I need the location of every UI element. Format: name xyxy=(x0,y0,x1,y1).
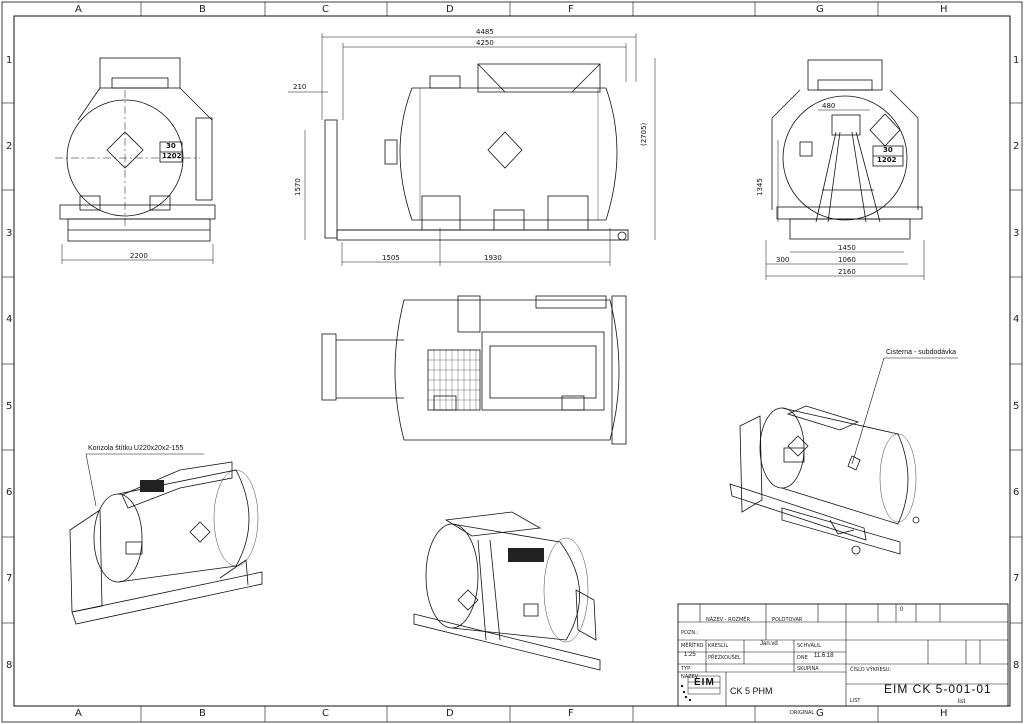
zone-label-col-g: G xyxy=(816,4,824,15)
zone-label-row-8-right: 8 xyxy=(1013,660,1020,671)
dim-rear-offset: 300 xyxy=(776,256,790,264)
zone-label-row-3: 3 xyxy=(6,228,13,239)
annotation-leaders xyxy=(85,357,958,507)
tb-approved-label: SCHVÁLIL xyxy=(797,643,821,649)
dim-rear-hatch: 480 xyxy=(822,102,836,110)
rear-un-number: 1202 xyxy=(877,156,897,164)
tb-semi-label: POLOTOVAR xyxy=(772,617,803,623)
zone-label-col-c: C xyxy=(322,4,329,15)
tb-number-header: ČÍSLO VÝKRESU: xyxy=(850,667,892,673)
hazard-diamond xyxy=(457,589,479,611)
dim-front-width: 2200 xyxy=(130,252,148,260)
zone-label-col-g-bottom: G xyxy=(816,708,824,719)
tb-group-label: SKUPINA xyxy=(797,666,819,672)
front-un-number: 1202 xyxy=(162,152,182,160)
company-logo xyxy=(680,675,721,702)
zone-label-col-f: F xyxy=(568,4,574,15)
tank-subcontract-note: Cisterna - subdodávka xyxy=(886,349,957,356)
zone-label-col-c-bottom: C xyxy=(322,708,329,719)
dim-rear-frame-inner: 1450 xyxy=(838,244,856,252)
side-view xyxy=(324,63,629,241)
tb-sheet-marker: list xyxy=(958,699,966,705)
tb-drawing-number: EIM CK 5-001-01 xyxy=(884,682,992,696)
tb-pos-label: POZN.: xyxy=(681,630,699,636)
zone-label-row-2-right: 2 xyxy=(1013,141,1020,152)
tb-sheet-label: LIST xyxy=(850,698,861,704)
title-block xyxy=(677,603,1009,707)
side-dimensions xyxy=(288,33,656,266)
dim-frame-offset: 210 xyxy=(293,83,307,91)
zone-label-col-h-bottom: H xyxy=(940,708,948,719)
zone-label-row-6-right: 6 xyxy=(1013,487,1020,498)
tb-date-label: DNE xyxy=(797,655,808,661)
zone-label-row-6: 6 xyxy=(6,487,13,498)
tb-checked-label: PŘEZKOUŠEL xyxy=(708,655,741,661)
tb-name-label: NÁZEV xyxy=(681,674,699,680)
tb-origin: ORIGINAL xyxy=(790,710,815,716)
tb-type-label: TYP xyxy=(681,666,691,672)
tb-rev-header: NÁZEV - ROZMĚR xyxy=(706,617,750,623)
dim-support-spacing: 1930 xyxy=(484,254,502,262)
label-bracket-note: Konzola štítku U220x20x2-155 xyxy=(88,445,184,452)
zone-label-row-2: 2 xyxy=(6,141,13,152)
hazard-diamond xyxy=(787,435,809,457)
zone-label-row-1: 1 xyxy=(6,55,13,66)
isometric-view-left xyxy=(69,461,263,625)
rear-hazard-code: 30 xyxy=(883,146,893,154)
zone-label-col-b-bottom: B xyxy=(199,708,206,719)
dim-height-total: (2705) xyxy=(640,122,648,146)
front-hazard-code: 30 xyxy=(166,142,176,150)
front-view xyxy=(55,57,216,242)
zone-label-col-h: H xyxy=(940,4,948,15)
zone-label-col-b: B xyxy=(199,4,206,15)
tb-scale-header: MĚŘÍTKO xyxy=(681,643,704,649)
dim-rear-support: 1060 xyxy=(838,256,856,264)
hazard-diamond xyxy=(869,113,901,147)
hazard-diamond xyxy=(189,521,211,543)
rear-view xyxy=(771,59,923,240)
dim-rear-width: 2160 xyxy=(838,268,856,276)
zone-label-col-d-bottom: D xyxy=(446,708,454,719)
zone-label-col-d: D xyxy=(446,4,454,15)
dim-overall-length: 4485 xyxy=(476,28,494,36)
dim-shell-length: 4250 xyxy=(476,39,494,47)
isometric-view-centre xyxy=(413,511,601,671)
dim-support-left: 1505 xyxy=(382,254,400,262)
dim-rear-height: 1345 xyxy=(756,178,764,196)
hazard-diamond xyxy=(487,131,523,169)
tb-revision: 0 xyxy=(900,607,904,613)
isometric-view-right xyxy=(729,405,920,555)
zone-label-col-a: A xyxy=(75,4,82,15)
tb-drawn-by: Jan.vd xyxy=(760,641,778,647)
zone-label-row-7-right: 7 xyxy=(1013,573,1020,584)
zone-label-col-f-bottom: F xyxy=(568,708,574,719)
tb-drawing-name: CK 5 PHM xyxy=(730,686,773,696)
zone-label-row-7: 7 xyxy=(6,573,13,584)
zone-label-col-a-bottom: A xyxy=(75,708,82,719)
tb-date: 11.6.18 xyxy=(814,653,834,659)
zone-label-row-4: 4 xyxy=(6,314,13,325)
rear-dimensions xyxy=(765,109,925,280)
tb-drawn-label: KRESLIL xyxy=(708,643,729,649)
zone-label-row-3-right: 3 xyxy=(1013,228,1020,239)
hazard-diamond xyxy=(106,131,144,169)
tb-company: EIM xyxy=(694,677,715,688)
top-view xyxy=(321,295,627,445)
inner-border xyxy=(13,15,1011,707)
zone-label-row-5-right: 5 xyxy=(1013,401,1020,412)
tb-scale: 1:25 xyxy=(684,652,696,658)
zone-label-row-5: 5 xyxy=(6,401,13,412)
dim-height-shell: 1570 xyxy=(294,178,302,196)
front-width-dimension xyxy=(61,244,214,264)
zone-label-row-4-right: 4 xyxy=(1013,314,1020,325)
zone-label-row-8: 8 xyxy=(6,660,13,671)
zone-label-row-1-right: 1 xyxy=(1013,55,1020,66)
